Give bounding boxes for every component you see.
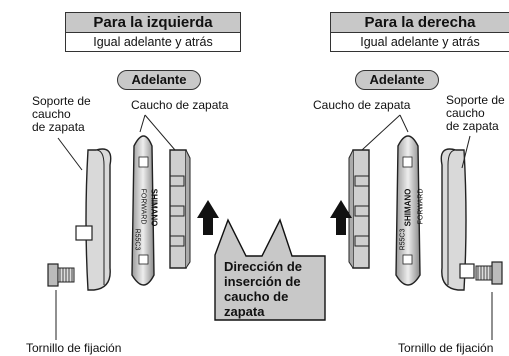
right-holder-label: Soporte de caucho de zapata xyxy=(446,94,505,133)
left-pad-cartridge xyxy=(169,149,191,269)
right-subtitle: Igual adelante y atrás xyxy=(330,33,509,52)
left-rubber-pad xyxy=(131,135,155,286)
right-pad-direction: FORWARD xyxy=(417,188,425,225)
right-fixing-screw xyxy=(475,261,503,285)
left-pad-direction: FORWARD xyxy=(139,188,147,225)
right-title: Para la derecha xyxy=(330,12,509,33)
left-pad-brand: SHIMANO xyxy=(149,188,159,227)
right-pad-model: R55C3 xyxy=(399,228,407,251)
right-shoe-holder xyxy=(440,148,475,291)
left-shoe-holder xyxy=(75,148,112,291)
left-fixing-screw xyxy=(47,263,75,287)
left-forward-badge: Adelante xyxy=(117,70,201,90)
left-holder-label: Soporte de caucho de zapata xyxy=(32,94,91,134)
insertion-direction-callout: Dirección de inserción de caucho de zapa… xyxy=(224,259,303,319)
left-pad-model: R55C3 xyxy=(133,228,141,251)
right-forward-badge: Adelante xyxy=(355,70,439,90)
right-pad-cartridge xyxy=(348,149,370,269)
callout-box xyxy=(214,218,326,321)
left-subtitle: Igual adelante y atrás xyxy=(65,33,241,52)
left-pad-label: Caucho de zapata xyxy=(131,98,229,112)
right-up-arrow xyxy=(330,200,352,235)
right-rubber-pad xyxy=(395,135,421,286)
right-screw-label: Tornillo de fijación xyxy=(398,342,494,355)
left-up-arrow xyxy=(197,200,219,235)
left-screw-label: Tornillo de fijación xyxy=(26,341,122,355)
right-pad-label: Caucho de zapata xyxy=(313,98,411,112)
left-title: Para la izquierda xyxy=(65,12,241,33)
